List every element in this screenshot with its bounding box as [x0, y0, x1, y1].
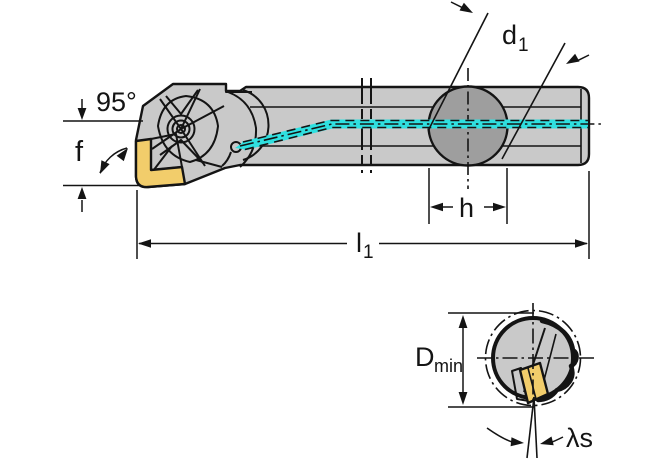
dim-entering-angle: 95° f — [63, 87, 143, 212]
h-label: h — [459, 193, 474, 223]
lambda-arrow-left — [510, 437, 524, 447]
d1-tangent-line-2 — [501, 42, 566, 160]
clamp-fan-line-2 — [180, 88, 201, 130]
end-view-clamp-profile — [535, 318, 579, 403]
dmin-label: D — [415, 342, 435, 372]
clamp-fillet-curve — [227, 91, 258, 168]
clamp-screw-mid — [171, 119, 191, 139]
h-arrow-left — [430, 202, 443, 212]
d1-tangent-line-1 — [428, 12, 489, 130]
clamp-bottom-vee — [159, 139, 204, 164]
coolant-dash-top — [242, 119, 588, 143]
f-label: f — [75, 136, 84, 168]
dimensions-side-view: 95° f d 1 h — [63, 1, 590, 263]
insert-side-view — [134, 137, 187, 189]
clamp-body-outline — [157, 95, 219, 163]
clamp-screw-outer — [166, 114, 196, 144]
dmin-arrow-bottom — [458, 392, 468, 405]
coolant-centerline — [239, 123, 601, 147]
d1-arrow-2 — [566, 53, 580, 64]
h-arrow-right — [493, 202, 506, 212]
l1-label-sub: 1 — [363, 242, 374, 263]
d1-arrow-1-tail — [450, 1, 463, 9]
coolant-channel — [235, 119, 601, 151]
clamp-pivot-curve — [221, 151, 232, 167]
clamp-mechanism — [150, 84, 258, 172]
lambda-arc-left — [486, 427, 515, 444]
l1-label: l — [356, 228, 362, 258]
dim-dmin: D min — [415, 312, 534, 408]
dim-l1: l 1 — [136, 171, 590, 263]
d1-label-sub: 1 — [518, 35, 529, 56]
clamp-fan-line-3 — [151, 128, 182, 150]
l1-arrow-right — [575, 239, 588, 248]
f-arrow-bottom — [77, 187, 87, 199]
angle-arc-arrow-low — [100, 160, 110, 174]
dim-h: h — [428, 168, 508, 224]
insert-end-view-edge — [527, 367, 537, 400]
d1-label: d — [502, 20, 517, 50]
dim-d1: d 1 — [428, 1, 590, 160]
l1-arrow-left — [138, 239, 151, 248]
dim-lambda-s: λs — [486, 396, 593, 459]
lambda-line-tilted — [526, 396, 535, 459]
d1-arrow-2-tail — [577, 54, 590, 62]
d1-arrow-1 — [459, 2, 473, 14]
neck-transition-curve — [242, 89, 270, 161]
angle-arc-arrow-high — [116, 148, 128, 162]
lambda-line-vertical — [533, 396, 538, 459]
dmin-arrow-top — [458, 315, 468, 328]
end-view: D min λs — [415, 303, 597, 459]
f-arrow-top — [77, 108, 87, 120]
entering-angle-label: 95° — [96, 87, 137, 117]
clamp-screw-inner — [176, 124, 186, 134]
lambda-s-label: λs — [566, 423, 593, 453]
lambda-arrow-right — [540, 436, 554, 446]
coolant-dash-bottom — [244, 126, 588, 151]
clamp-notch — [225, 84, 252, 93]
clamp-fan-line-1 — [159, 98, 182, 130]
dmin-label-sub: min — [434, 356, 463, 376]
side-view — [134, 68, 601, 189]
